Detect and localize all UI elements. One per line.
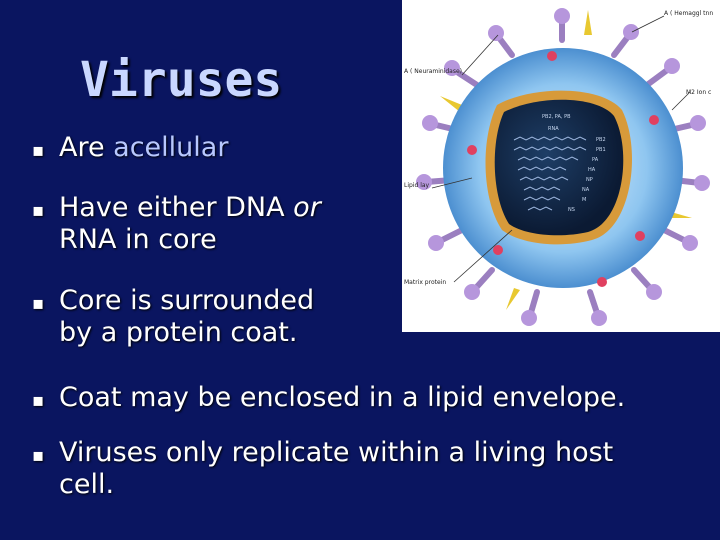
core-label: HA [588, 167, 596, 173]
core-label: NP [586, 177, 593, 183]
spike-heads [416, 8, 710, 326]
square-bullet-icon: ▪ [32, 293, 45, 314]
bullet-text: Core is surrounded [59, 285, 315, 316]
core-label: PB2 [596, 137, 606, 143]
core-label: PA [592, 157, 599, 163]
square-bullet-icon: ▪ [32, 200, 45, 221]
square-bullet-icon: ▪ [32, 140, 45, 161]
label-neuraminidase: A ( Neuraminidase) [404, 68, 462, 75]
core-label: PB2, PA, PB [542, 114, 571, 120]
bullet-emphasis: or [293, 192, 321, 223]
bullet-item: ▪ Coat may be enclosed in a lipid envelo… [32, 382, 625, 417]
rna-segments [513, 136, 587, 211]
label-ion-channel: M2 Ion c [686, 89, 711, 96]
core-label: PB1 [596, 147, 606, 153]
square-bullet-icon: ▪ [32, 390, 45, 411]
bullet-text: RNA in core [59, 224, 217, 255]
bullet-text: Have either DNA [59, 192, 294, 223]
bullet-item: ▪ Core is surrounded by a protein coat. [32, 285, 314, 349]
label-lipid-layer: Lipid lay [404, 182, 430, 189]
core-label: NA [582, 187, 590, 193]
bullet-item: ▪ Are acellular [32, 132, 228, 167]
square-bullet-icon: ▪ [32, 445, 45, 466]
label-matrix-protein: Matrix protein [404, 279, 446, 286]
bullet-text: Coat may be enclosed in a lipid envelope… [59, 382, 626, 413]
bullet-text: Are [59, 132, 114, 163]
core-label: M [582, 197, 586, 203]
bullet-text: cell. [59, 469, 115, 500]
slide-title: Viruses [80, 52, 283, 108]
bullet-text: Viruses only replicate within a living h… [59, 437, 614, 468]
bullet-text: by a protein coat. [59, 317, 298, 348]
core-label: NS [568, 207, 575, 213]
red-proteins [467, 51, 659, 287]
label-hemagglutinin: A ( Hemaggl tnn [664, 10, 713, 17]
bullet-item: ▪ Viruses only replicate within a living… [32, 437, 613, 501]
virus-illustration: PB2, PA, PB RNA PB2 PB1 PA HA NP NA [404, 8, 713, 326]
virus-diagram: PB2, PA, PB RNA PB2 PB1 PA HA NP NA [402, 0, 720, 332]
callout-lines [431, 15, 691, 283]
accent-term: acellular [113, 132, 229, 163]
bullet-item: ▪ Have either DNA or RNA in core [32, 192, 321, 256]
core-label: RNA [548, 126, 559, 132]
